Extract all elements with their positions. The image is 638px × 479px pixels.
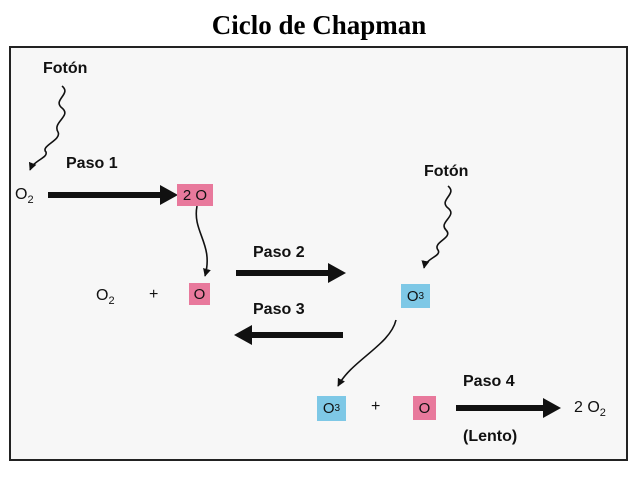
step4-label: Paso 4 [463,373,515,390]
o-atom-box-mid: O [189,283,210,305]
step1-label: Paso 1 [66,155,118,172]
o-atom-box-bottom: O [413,396,436,420]
step3-arrowhead [234,325,252,345]
step1-arrowhead [160,185,178,205]
photon-wave-2 [421,185,452,269]
step2-label: Paso 2 [253,244,305,261]
plus-sign-2: + [371,398,381,415]
step4-note: (Lento) [463,428,518,445]
diagram-title: Ciclo de Chapman [211,10,427,40]
two-o-to-o-arrow [195,205,211,277]
photon-label-1: Fotón [43,60,88,77]
step4-arrowhead [543,398,561,418]
step2-arrowhead [328,263,346,283]
o2-mid: O2 [96,287,115,308]
step3-label: Paso 3 [253,301,305,318]
photon-label-2: Fotón [424,163,469,180]
diagram-frame [9,46,628,461]
two-o-box: 2 O [177,184,213,206]
o2-reactant: O2 [15,186,34,207]
two-o2-product: 2 O2 [574,399,606,420]
plus-sign-1: + [149,286,159,303]
photon-wave-1 [28,85,66,171]
o3-to-o3-arrow [337,319,397,387]
